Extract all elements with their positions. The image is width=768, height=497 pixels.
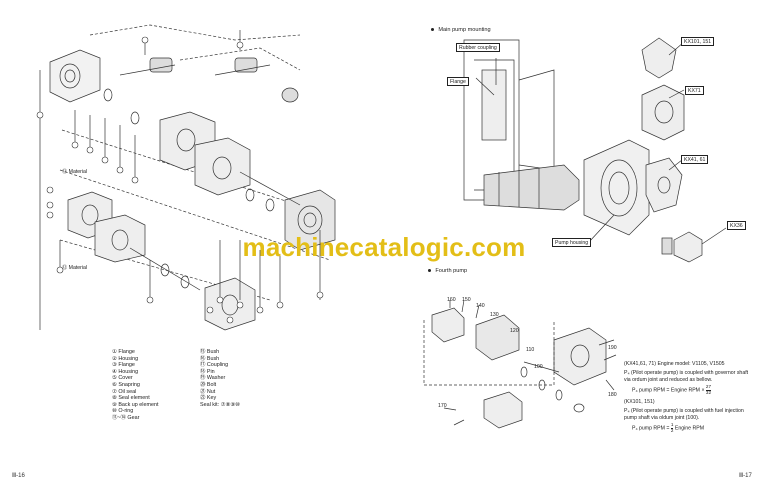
main-pump-heading-text: Main pump mounting — [438, 27, 491, 33]
legend-column-right: ⑮ Bush ⑯ Bush ⑰ Coupling ⑱ Pin ⑲ Washer … — [200, 349, 240, 408]
fourth-pump-heading-text: Fourth pump — [435, 268, 468, 274]
part-number: 130 — [490, 312, 499, 318]
flange-label: Flange — [447, 77, 469, 86]
formula-1-fraction: 27 32 — [705, 384, 712, 396]
main-pump-mounting-diagram — [423, 37, 727, 429]
engine-model-line: (KX41,61, 71) Engine model: V1105, V1505 — [624, 361, 725, 367]
formula-1-denominator: 32 — [705, 390, 712, 396]
legend-item: ⑩ O-ring — [112, 408, 134, 415]
legend-item: ⑤ Cover — [112, 375, 133, 382]
legend-item: ③ Flange — [112, 362, 135, 369]
kx36-label: KX36 — [727, 221, 746, 230]
pilot-pump-description-2: P₄ (Pilot operate pump) is coupled with … — [624, 407, 744, 421]
formula-1-numerator: 27 — [705, 384, 712, 392]
page-number-left: Ⅲ-16 — [12, 473, 25, 479]
watermark-text: machinecatalogic.com — [242, 232, 526, 262]
rubber-coupling-label: Rubber coupling — [456, 43, 500, 52]
part-number: 170 — [438, 403, 447, 409]
legend-item: ⑳ Bolt — [200, 381, 217, 388]
legend-item: ⑱ Pin — [200, 368, 215, 375]
kx101-label: KX101, 151 — [681, 37, 715, 46]
rpm-formula-2: P₄ pump RPM = 1 2 Engine RPM — [632, 423, 754, 434]
legend-item: ⑪~⑭ Gear — [112, 414, 140, 421]
kx101-model-line: (KX101, 151) — [624, 398, 655, 405]
legend-item: ④ Housing — [112, 368, 139, 375]
legend-item: ㉒ Key — [200, 395, 217, 402]
part-number: 120 — [510, 328, 519, 334]
bullet-icon — [428, 268, 432, 273]
legend-item: ⑯ Bush — [200, 355, 220, 362]
legend-item: ⑰ Coupling — [200, 362, 229, 369]
formula-2-lhs: P₄ pump RPM = — [632, 426, 670, 433]
part-number: 180 — [608, 392, 617, 398]
part-number: 160 — [447, 297, 456, 303]
left-page: ⑫ Material ⑫ Material ① Flange ② Housing… — [12, 24, 336, 479]
part-number: 110 — [526, 347, 535, 353]
legend-column-left: ① Flange ② Housing ③ Flange ④ Housing ⑤ … — [112, 349, 158, 422]
bullet-icon — [431, 27, 435, 32]
formula-2-rhs: Engine RPM — [674, 426, 705, 433]
legend-item: Seal kit: ⑦⑧⑨⑩ — [200, 401, 241, 408]
legend-item: ⑨ Back up element — [112, 401, 159, 408]
page-number-right: Ⅲ-17 — [739, 473, 752, 479]
legend-item: ① Flange — [112, 349, 135, 355]
material-label-1: ⑫ Material — [62, 169, 88, 175]
part-number: 190 — [608, 345, 617, 351]
pump-exploded-diagram — [36, 24, 336, 331]
legend-item: ⑦ Oil seal — [112, 388, 137, 395]
legend-item: ⑥ Snapring — [112, 381, 140, 388]
part-number: 140 — [476, 303, 485, 309]
formula-2-denominator: 2 — [670, 428, 674, 434]
kx71-label: KX71 — [685, 86, 704, 95]
fourth-pump-heading: Fourth pump — [428, 268, 467, 274]
pump-housing-label: Pump housing — [552, 238, 592, 247]
rpm-formula-1: P₄ pump RPM = Engine RPM × 27 32 — [632, 385, 754, 396]
formula-1-lhs: P₄ pump RPM = Engine RPM × — [632, 388, 705, 395]
legend-item: ⑮ Bush — [200, 349, 220, 355]
main-pump-heading: Main pump mounting — [431, 27, 491, 33]
formula-2-fraction: 1 2 — [670, 423, 674, 434]
part-number: 150 — [462, 297, 471, 303]
legend-item: ⑲ Washer — [200, 375, 226, 382]
legend-item: ⑧ Seal element — [112, 395, 150, 402]
legend-item: ② Housing — [112, 355, 139, 362]
legend-item: ㉑ Nut — [200, 388, 216, 395]
part-number: 100 — [534, 364, 543, 370]
right-page: Main pump mounting — [384, 0, 768, 497]
kx41-label: KX41, 61 — [681, 155, 709, 164]
material-label-2: ⑫ Material — [62, 265, 88, 271]
pump-description: (KX41,61, 71) Engine model: V1105, V1505… — [624, 361, 754, 437]
pilot-pump-description-1: P₄ (Pilot operate pump) is coupled with … — [624, 369, 749, 383]
